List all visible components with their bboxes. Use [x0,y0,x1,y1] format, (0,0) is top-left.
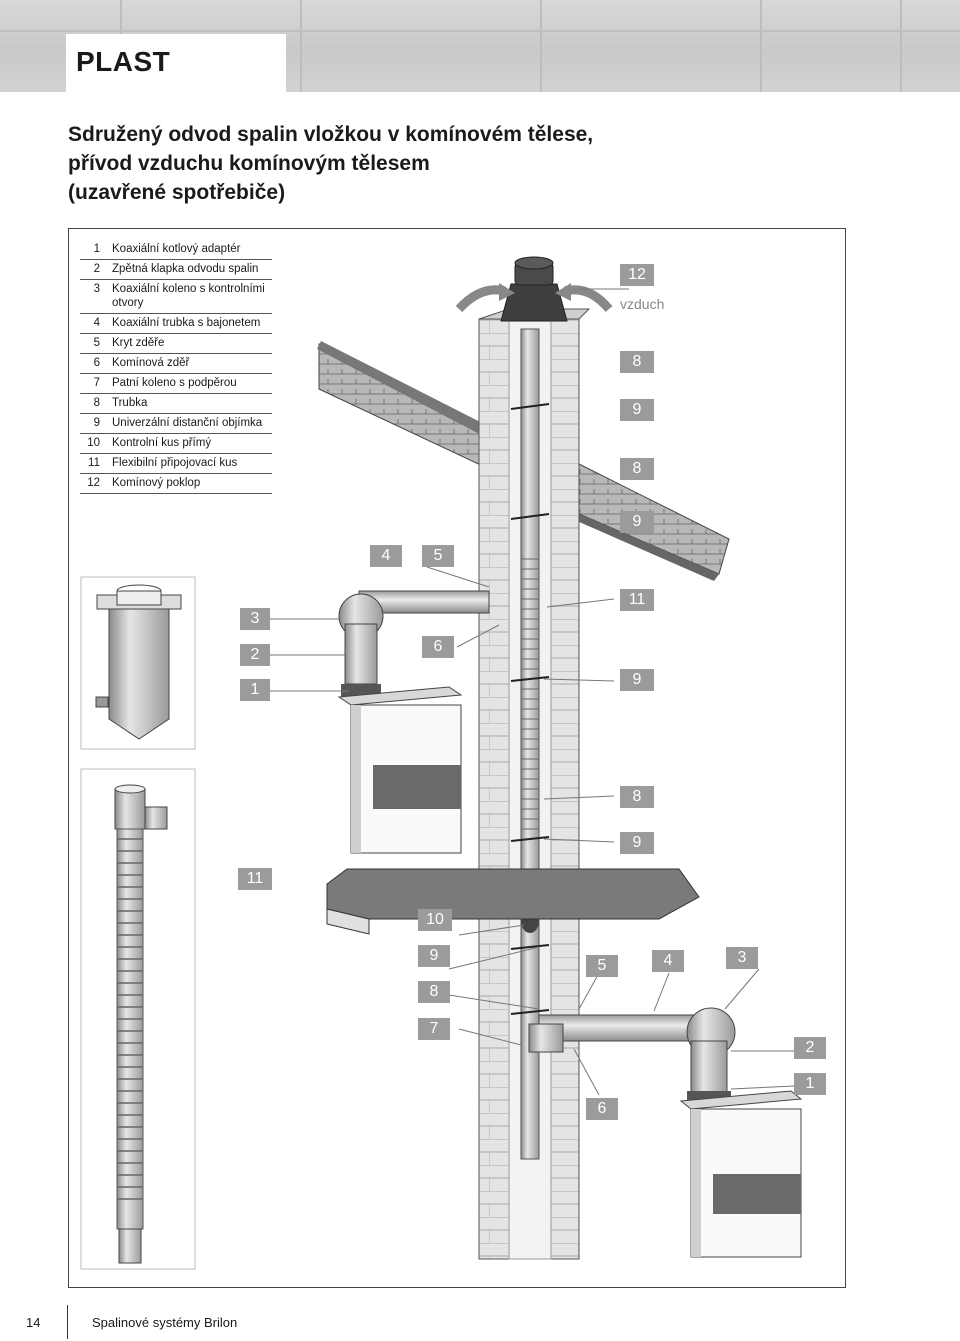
footer-divider [67,1305,68,1339]
callout-5: 5 [586,955,618,977]
title-line-3: (uzavřené spotřebiče) [68,181,286,204]
callout-9: 9 [418,945,450,967]
callout-4: 4 [652,950,684,972]
title-line-1: Sdružený odvod spalin vložkou v komínové… [68,123,594,146]
callout-10: 10 [418,909,452,931]
callout-8: 8 [620,351,654,373]
upper-connection [338,590,490,698]
flexible-connector-illustration [80,768,196,1270]
callout-8: 8 [418,981,450,1003]
callout-9: 9 [620,669,654,691]
callout-4: 4 [370,545,402,567]
callout-8: 8 [620,786,654,808]
lower-connection [528,1007,736,1105]
callout-6: 6 [422,636,454,658]
section-title: PLAST [76,46,171,77]
callout-12: 12 [620,264,654,286]
callout-1: 1 [240,679,270,701]
callout-1: 1 [794,1073,826,1095]
callout-8: 8 [620,458,654,480]
leader-lines [269,288,795,1096]
callout-5: 5 [422,545,454,567]
callout-3: 3 [726,947,758,969]
footer-text: Spalinové systémy Brilon [92,1315,238,1330]
callout-11: 11 [620,589,654,611]
ceiling-slab [326,868,700,935]
title-line-2: přívod vzduchu komínovým tělesem [68,152,430,175]
callout-2: 2 [240,644,270,666]
boiler-adapter-illustration [80,576,196,750]
air-label: vzduch [620,296,665,312]
callout-9: 9 [620,399,654,421]
callout-9: 9 [620,832,654,854]
section-tab: PLAST [66,34,286,92]
page-number: 14 [26,1315,41,1330]
callout-6: 6 [586,1098,618,1120]
chimney-illustration [80,256,803,1270]
page-title: Sdružený odvod spalin vložkou v komínové… [68,120,768,207]
callout-3: 3 [240,608,270,630]
diagram-frame [68,228,846,1288]
chimney-cap [455,256,613,322]
callout-2: 2 [794,1037,826,1059]
flue-pipe [510,328,550,1160]
roof [317,341,730,581]
callout-11: 11 [238,868,272,890]
lower-boiler [679,1090,803,1258]
callout-9: 9 [620,511,654,533]
upper-boiler [337,686,463,854]
callout-7: 7 [418,1018,450,1040]
